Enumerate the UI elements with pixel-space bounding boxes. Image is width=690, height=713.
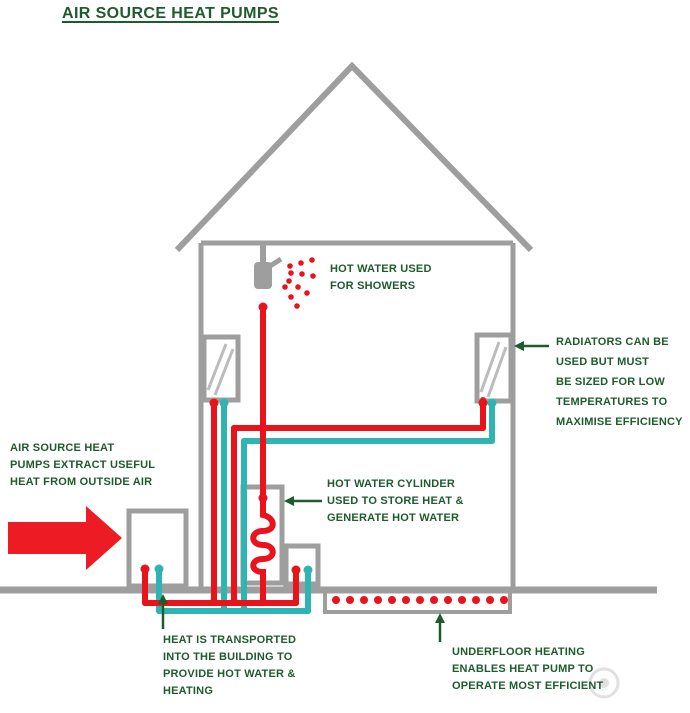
radiators-label-arrow bbox=[514, 341, 549, 351]
red-pipes bbox=[142, 304, 486, 606]
radiators-label: RADIATORS CAN BE USED BUT MUST BE SIZED … bbox=[556, 336, 683, 428]
page-title: AIR SOURCE HEAT PUMPS bbox=[62, 5, 280, 22]
radiator-hatch bbox=[206, 343, 235, 396]
cylinder-coil-pipe bbox=[250, 304, 276, 606]
cylinder-label: HOT WATER CYLINDER USED TO STORE HEAT & … bbox=[327, 478, 464, 524]
underfloor-label: UNDERFLOOR HEATING ENABLES HEAT PUMP TO … bbox=[452, 646, 604, 692]
shower-label: HOT WATER USED FOR SHOWERS bbox=[330, 263, 432, 292]
manifold-unit bbox=[283, 543, 321, 587]
underfloor-label-arrow bbox=[435, 613, 445, 642]
radiator-hatch bbox=[479, 341, 508, 398]
underfloor-heating-dots bbox=[332, 596, 508, 604]
house-outline bbox=[0, 61, 657, 614]
shower-spray-dots bbox=[282, 257, 316, 309]
outside-air-arrow-icon bbox=[8, 506, 122, 570]
underfloor-heating-tray bbox=[323, 589, 512, 614]
roof bbox=[174, 61, 534, 253]
heat-transported-label: HEAT IS TRANSPORTED INTO THE BUILDING TO… bbox=[163, 634, 297, 697]
radiator-left bbox=[201, 334, 241, 403]
cylinder-label-arrow bbox=[284, 496, 322, 506]
watermark-logo bbox=[588, 667, 620, 699]
shower-head-icon bbox=[254, 243, 283, 289]
red-pipe-caps bbox=[140, 302, 488, 575]
outside-air-label: AIR SOURCE HEAT PUMPS EXTRACT USEFUL HEA… bbox=[10, 442, 156, 488]
radiator-right bbox=[474, 332, 514, 404]
heat-transported-arrow bbox=[158, 594, 168, 629]
teal-pipe-caps bbox=[154, 398, 497, 575]
annotation-arrows bbox=[158, 341, 549, 642]
